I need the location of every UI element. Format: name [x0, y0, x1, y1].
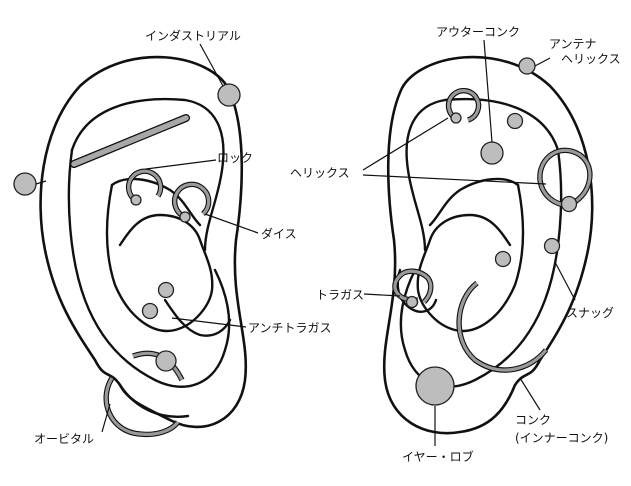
right-ear-outline — [382, 55, 594, 435]
label-forward-helix-line2: ヘリックス — [561, 52, 621, 66]
label-industrial: インダストリアル — [145, 28, 241, 43]
right-concha — [416, 183, 525, 333]
label-orbital: オービタル — [34, 432, 94, 446]
orbital-ring — [104, 377, 180, 436]
helix-stud-small — [506, 112, 524, 130]
label-tragus: トラガス — [316, 288, 364, 302]
helix-ring-upper-bead — [450, 112, 462, 124]
tragus-ring — [393, 269, 433, 304]
left-lobe-curve — [118, 383, 190, 418]
antitragus-stud-lower — [141, 302, 159, 320]
leader-inner-conch — [519, 377, 541, 411]
helix-ring-right-bead — [560, 195, 578, 213]
leader-forward-helix — [534, 57, 551, 67]
left-helix-stud — [13, 172, 37, 196]
label-helix: ヘリックス — [290, 166, 350, 180]
snug-stud-lower — [494, 250, 512, 268]
leader-rook — [145, 159, 217, 170]
leader-outer-conch — [483, 39, 493, 143]
daith-bead — [179, 211, 191, 223]
leader-industrial — [199, 43, 224, 87]
left-antihelix — [67, 148, 231, 388]
leader-lines — [101, 39, 576, 446]
inner-conch-ring — [457, 281, 548, 372]
left-concha — [105, 183, 214, 333]
left-tragus-notch — [163, 298, 232, 337]
conch-stud-left — [155, 350, 177, 372]
leader-orbital — [101, 403, 111, 433]
right-crus — [428, 177, 520, 227]
daith-ring — [173, 182, 211, 219]
industrial-stud — [217, 83, 241, 107]
rook-ring — [127, 169, 163, 202]
leader-tragus — [363, 293, 401, 297]
labels: インダストリアル ロック ダイス アンチトラガス オービタル アウターコンク ア… — [34, 25, 621, 464]
label-outer-conch: アウターコンク — [436, 25, 520, 39]
antitragus-stud-upper — [157, 281, 175, 299]
snug-stud-upper — [543, 237, 561, 255]
label-rook: ロック — [217, 151, 253, 165]
leader-helix-upper — [362, 117, 449, 171]
industrial-bar — [71, 115, 189, 167]
earlobe-stud — [415, 366, 455, 406]
label-forward-helix-line1: アンテナ — [549, 37, 597, 51]
left-crus — [110, 177, 202, 227]
helix-ring-right — [538, 148, 592, 207]
label-conch-line2: (インナーコンク) — [515, 431, 608, 445]
leader-daith — [204, 213, 259, 234]
leader-helix-right — [362, 174, 547, 185]
left-ear — [13, 55, 248, 438]
label-conch-line1: コンク — [515, 413, 551, 427]
forward-helix-stud — [518, 57, 536, 75]
left-helix-rim — [70, 97, 225, 252]
label-antitragus: アンチトラガス — [248, 321, 332, 335]
label-daith: ダイス — [261, 226, 297, 241]
label-snug: スナッグ — [566, 306, 614, 320]
leader-snug — [554, 261, 576, 301]
outer-conch-stud — [480, 141, 504, 165]
leader-antitragus — [171, 317, 247, 328]
label-earlobe: イヤー・ロブ — [402, 449, 474, 464]
helix-ring-upper — [447, 89, 481, 122]
left-helix-stud-post — [35, 180, 47, 185]
rook-bead — [130, 194, 142, 206]
right-helix-rim — [405, 97, 560, 252]
tragus-bead — [405, 295, 419, 309]
right-ear — [382, 55, 594, 435]
